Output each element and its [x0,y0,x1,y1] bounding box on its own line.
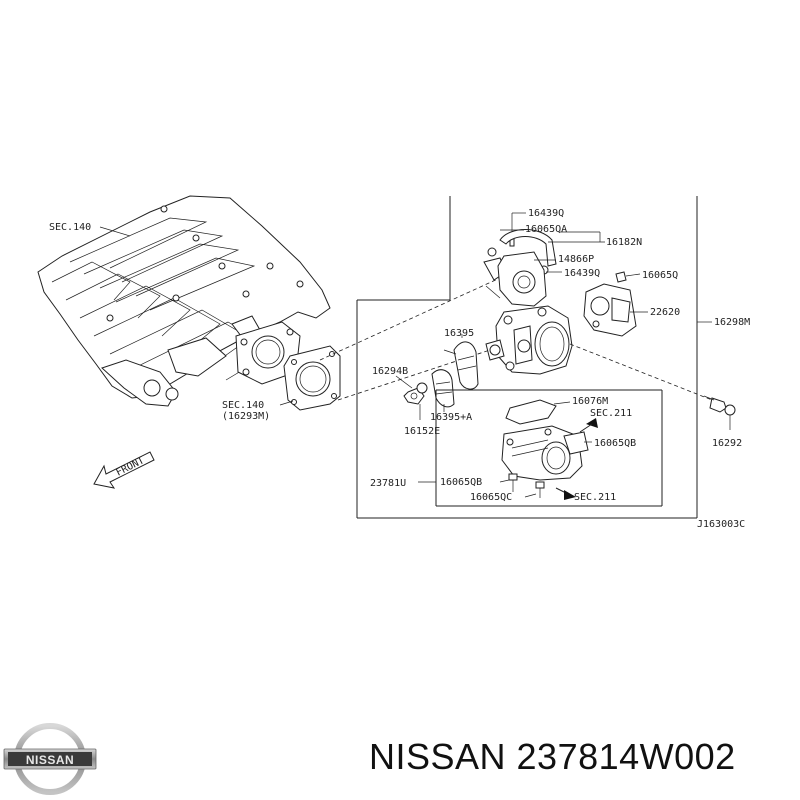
assembly-frame [356,196,698,519]
screw-16065qc-drawing [535,481,545,498]
label-front: FRONT [114,455,146,478]
sec211-bottom-arrow-icon [555,487,576,500]
label-16439q-top: 16439Q [528,208,564,219]
top-hose-assembly [483,213,557,307]
throttle-sensor-22620-drawing [583,283,637,337]
label-16152e: 16152E [404,426,440,437]
label-16065q: 16065Q [642,270,678,281]
label-16439q-mid: 16439Q [564,268,600,279]
label-sec211-bottom: SEC.211 [574,492,616,503]
label-sec140-bottom: SEC.140 [222,400,264,411]
label-16065qb-left: 16065QB [440,477,482,488]
label-16294b: 16294B [372,366,408,377]
bolt-16292-drawing [569,343,736,430]
label-16065qa: 16065QA [525,224,567,235]
screw-16065q-drawing [615,271,641,283]
screw-16065qb-drawing [508,473,518,492]
sub-assembly-frame [435,389,663,507]
throttle-chamber-drawing [501,425,589,481]
label-16292: 16292 [712,438,742,449]
throttle-drum-16395-drawing [443,341,479,390]
logo-text: NISSAN [26,753,74,767]
diagram-code: J163003C [697,519,745,530]
label-16182n: 16182N [606,237,642,248]
label-16065qc: 16065QC [470,492,512,503]
label-16395: 16395 [444,328,474,339]
nut-16294b-drawing [403,382,428,405]
label-16298m: 16298M [714,317,750,328]
label-14866p: 14866P [558,254,594,265]
label-16065qb-right: 16065QB [594,438,636,449]
spring-16395a-drawing [431,369,455,408]
throttle-body-drawing [485,305,573,375]
label-16395a: 16395+A [430,412,472,423]
sec211-top-arrow-icon [579,418,598,433]
label-sec140-top: SEC.140 [49,222,91,233]
label-16076m: 16076M [572,396,608,407]
nissan-logo: NISSAN [3,723,97,795]
part-caption: NISSAN 237814W002 [369,736,736,777]
label-sec211-top: SEC.211 [590,408,632,419]
gasket-16293m-drawing [283,345,341,411]
label-16293m: (16293M) [222,411,270,422]
front-arrow-icon [93,451,155,489]
label-23781u: 23781U [370,478,406,489]
label-22620: 22620 [650,307,680,318]
gasket-16076m-drawing [505,399,557,425]
